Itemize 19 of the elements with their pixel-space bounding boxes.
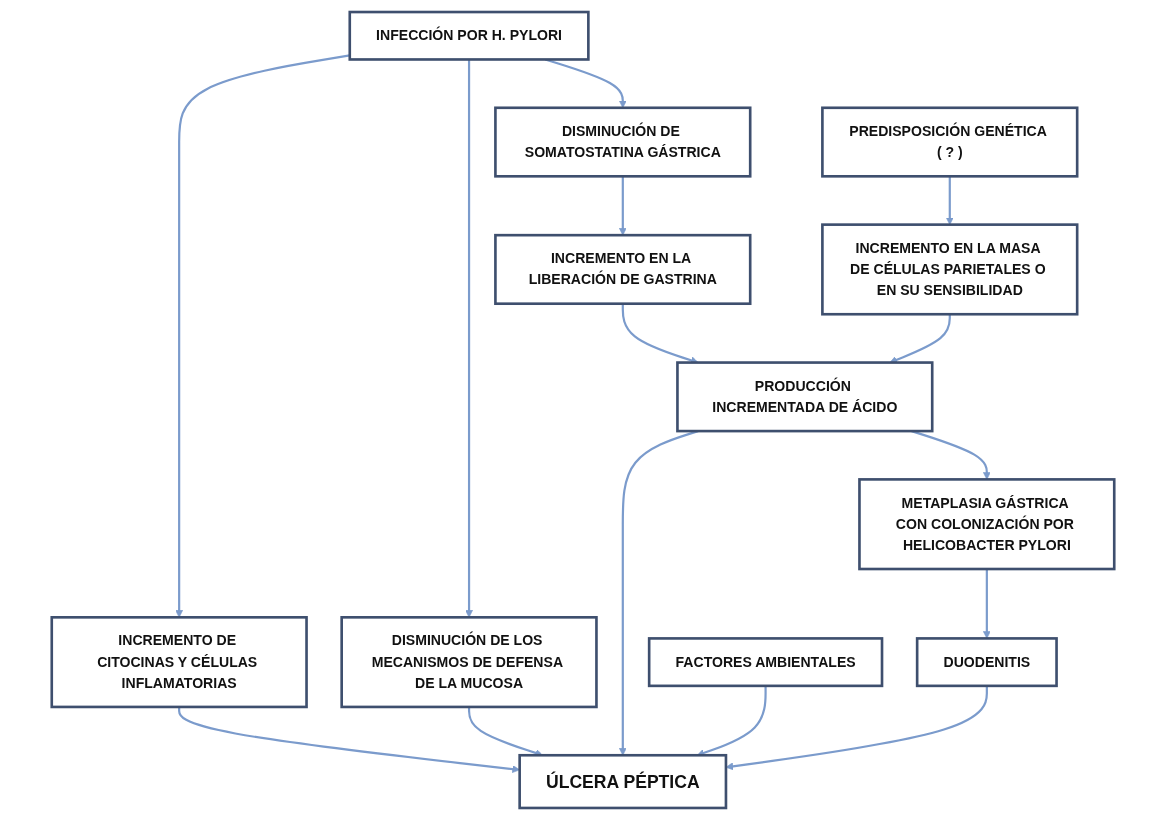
- node-box: INCREMENTO EN LA LIBERACIÓN DE GASTRINA: [494, 233, 752, 305]
- node-box: INCREMENTO EN LA MASA DE CÉLULAS PARIETALES O EN SU SENSIBILIDAD: [821, 223, 1079, 316]
- arrow: [983, 569, 991, 639]
- node-box: INFECCIÓN POR H. PYLORI: [348, 10, 590, 61]
- arrow: [618, 176, 627, 236]
- node-box: FACTORES AMBIENTALES: [647, 637, 884, 688]
- node-box: METAPLASIA GÁSTRICA CON COLONIZACIÓN POR HELICOBACTER PYLORI: [858, 478, 1116, 571]
- arrow: [178, 706, 520, 773]
- node-box: PRODUCCIÓN INCREMENTADA DE ÁCIDO: [676, 361, 934, 433]
- node-box: PREDISPOSICIÓN GENÉTICA ( ? ): [821, 106, 1079, 178]
- node-box: INCREMENTO DE CITOCINAS Y CÉLULAS INFLAMATORIAS: [50, 616, 308, 709]
- node-box: DISMINUCIÓN DE LOS MECANISMOS DE DEFENSA DE LA MUCOSA: [340, 616, 598, 709]
- node-box: ÚLCERA PÉPTICA: [518, 753, 728, 810]
- arrow: [465, 59, 473, 618]
- arrow: [945, 176, 954, 225]
- node-box: DUODENITIS: [915, 637, 1058, 688]
- arrow: [725, 685, 988, 771]
- node-box: DISMINUCIÓN DE SOMATOSTATINA GÁSTRICA: [494, 106, 752, 178]
- arrow: [175, 54, 350, 618]
